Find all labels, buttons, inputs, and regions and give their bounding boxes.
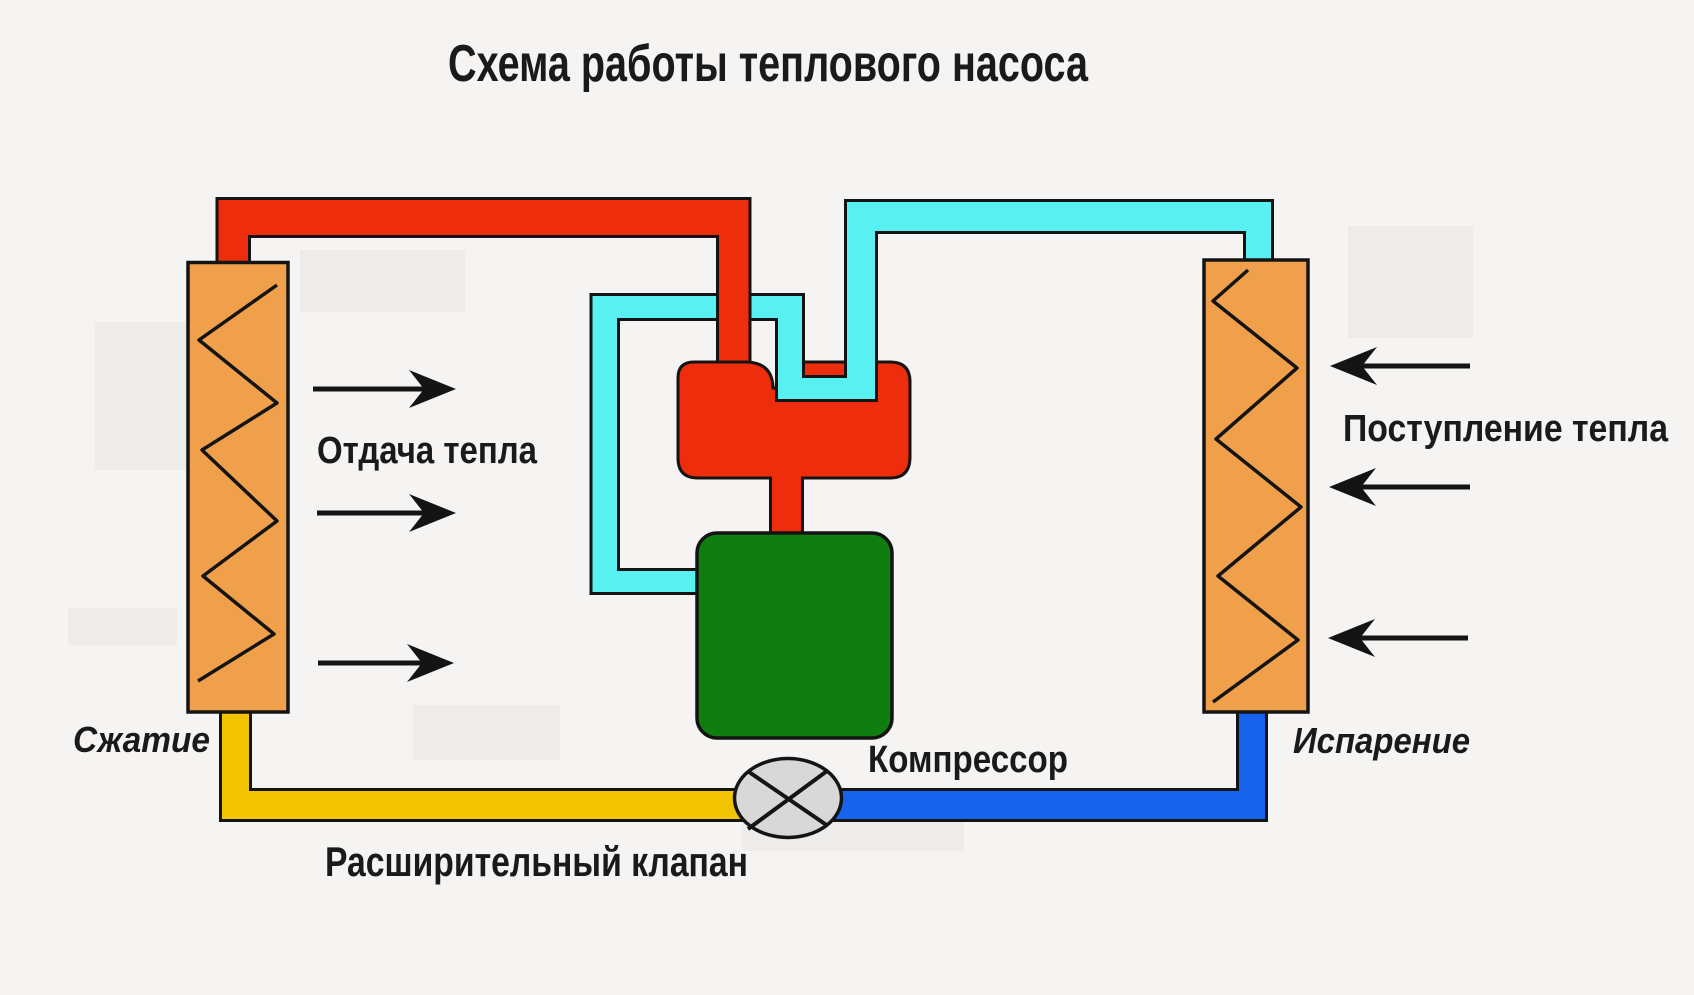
heat-out-arrow-1 [313, 370, 456, 408]
discharge-stem-edges [769, 478, 804, 535]
discharge-stem-fill [772, 476, 801, 535]
arrow-head-icon [407, 644, 454, 682]
arrow-head-icon [409, 494, 456, 532]
background-patch [95, 322, 187, 470]
heat-out-arrow-2 [317, 494, 456, 532]
evaporation-label: Испарение [1293, 720, 1470, 761]
background-patch [1348, 226, 1473, 338]
arrow-head-icon [409, 370, 456, 408]
heat-release-label: Отдача тепла [317, 430, 538, 472]
condenser-body [186, 260, 290, 714]
compression-label: Сжатие [73, 719, 210, 760]
expansion-valve-cross-icon [746, 769, 830, 831]
heat-in-arrow-1 [1330, 347, 1470, 385]
discharge-stem [769, 476, 804, 535]
expansion-valve-label: Расширительный клапан [325, 838, 748, 885]
heat-intake-label: Поступление тепла [1343, 408, 1669, 450]
heat-in-arrow-3 [1328, 619, 1468, 657]
cold-pipe-overlay-edges [775, 358, 878, 402]
compressor-label: Компрессор [868, 739, 1068, 781]
heat-in-arrow-2 [1329, 468, 1470, 506]
compressor-block [695, 531, 894, 740]
heat-out-arrow-3 [318, 644, 454, 682]
expansion-valve [732, 756, 844, 840]
arrow-head-icon [1330, 347, 1377, 385]
evaporator-exchanger [1202, 258, 1310, 714]
condenser-coil-zigzag [197, 283, 279, 683]
heat-out-arrows [313, 370, 456, 682]
background-patch [300, 250, 465, 312]
arrow-head-icon [1329, 468, 1376, 506]
cold-pipe-u-bottom-overlay [778, 378, 875, 400]
page-title: Схема работы теплового насоса [448, 35, 1089, 93]
evaporator-coil-zigzag [1211, 268, 1303, 704]
background-patch [68, 608, 177, 645]
background-patch [413, 705, 560, 760]
arrow-head-icon [1328, 619, 1375, 657]
heat-in-arrows [1328, 347, 1470, 657]
condenser-exchanger [186, 260, 290, 714]
cold-pipe-over-block [775, 358, 878, 402]
